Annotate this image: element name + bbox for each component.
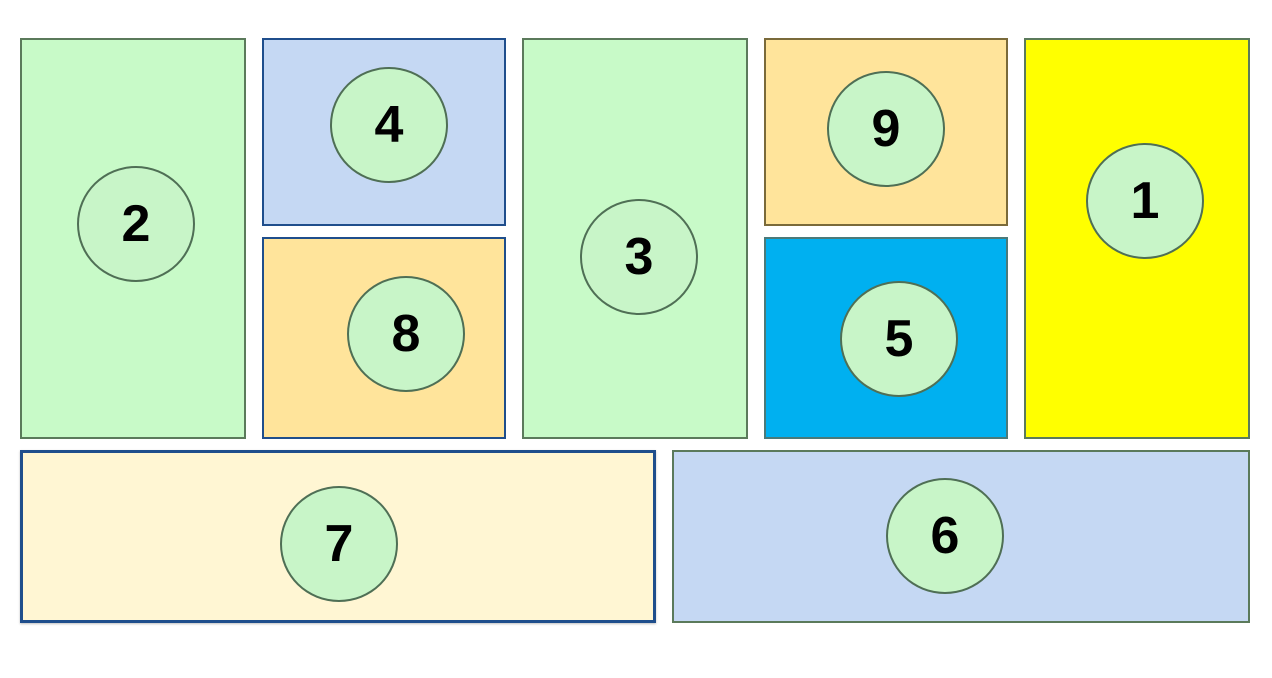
number-badge-4: 4 (330, 67, 448, 183)
number-badge-8: 8 (347, 276, 465, 392)
number-badge-5: 5 (840, 281, 958, 397)
number-badge-9: 9 (827, 71, 945, 187)
number-badge-3: 3 (580, 199, 698, 315)
number-badge-6: 6 (886, 478, 1004, 594)
number-badge-1: 1 (1086, 143, 1204, 259)
number-badge-7: 7 (280, 486, 398, 602)
number-badge-2: 2 (77, 166, 195, 282)
